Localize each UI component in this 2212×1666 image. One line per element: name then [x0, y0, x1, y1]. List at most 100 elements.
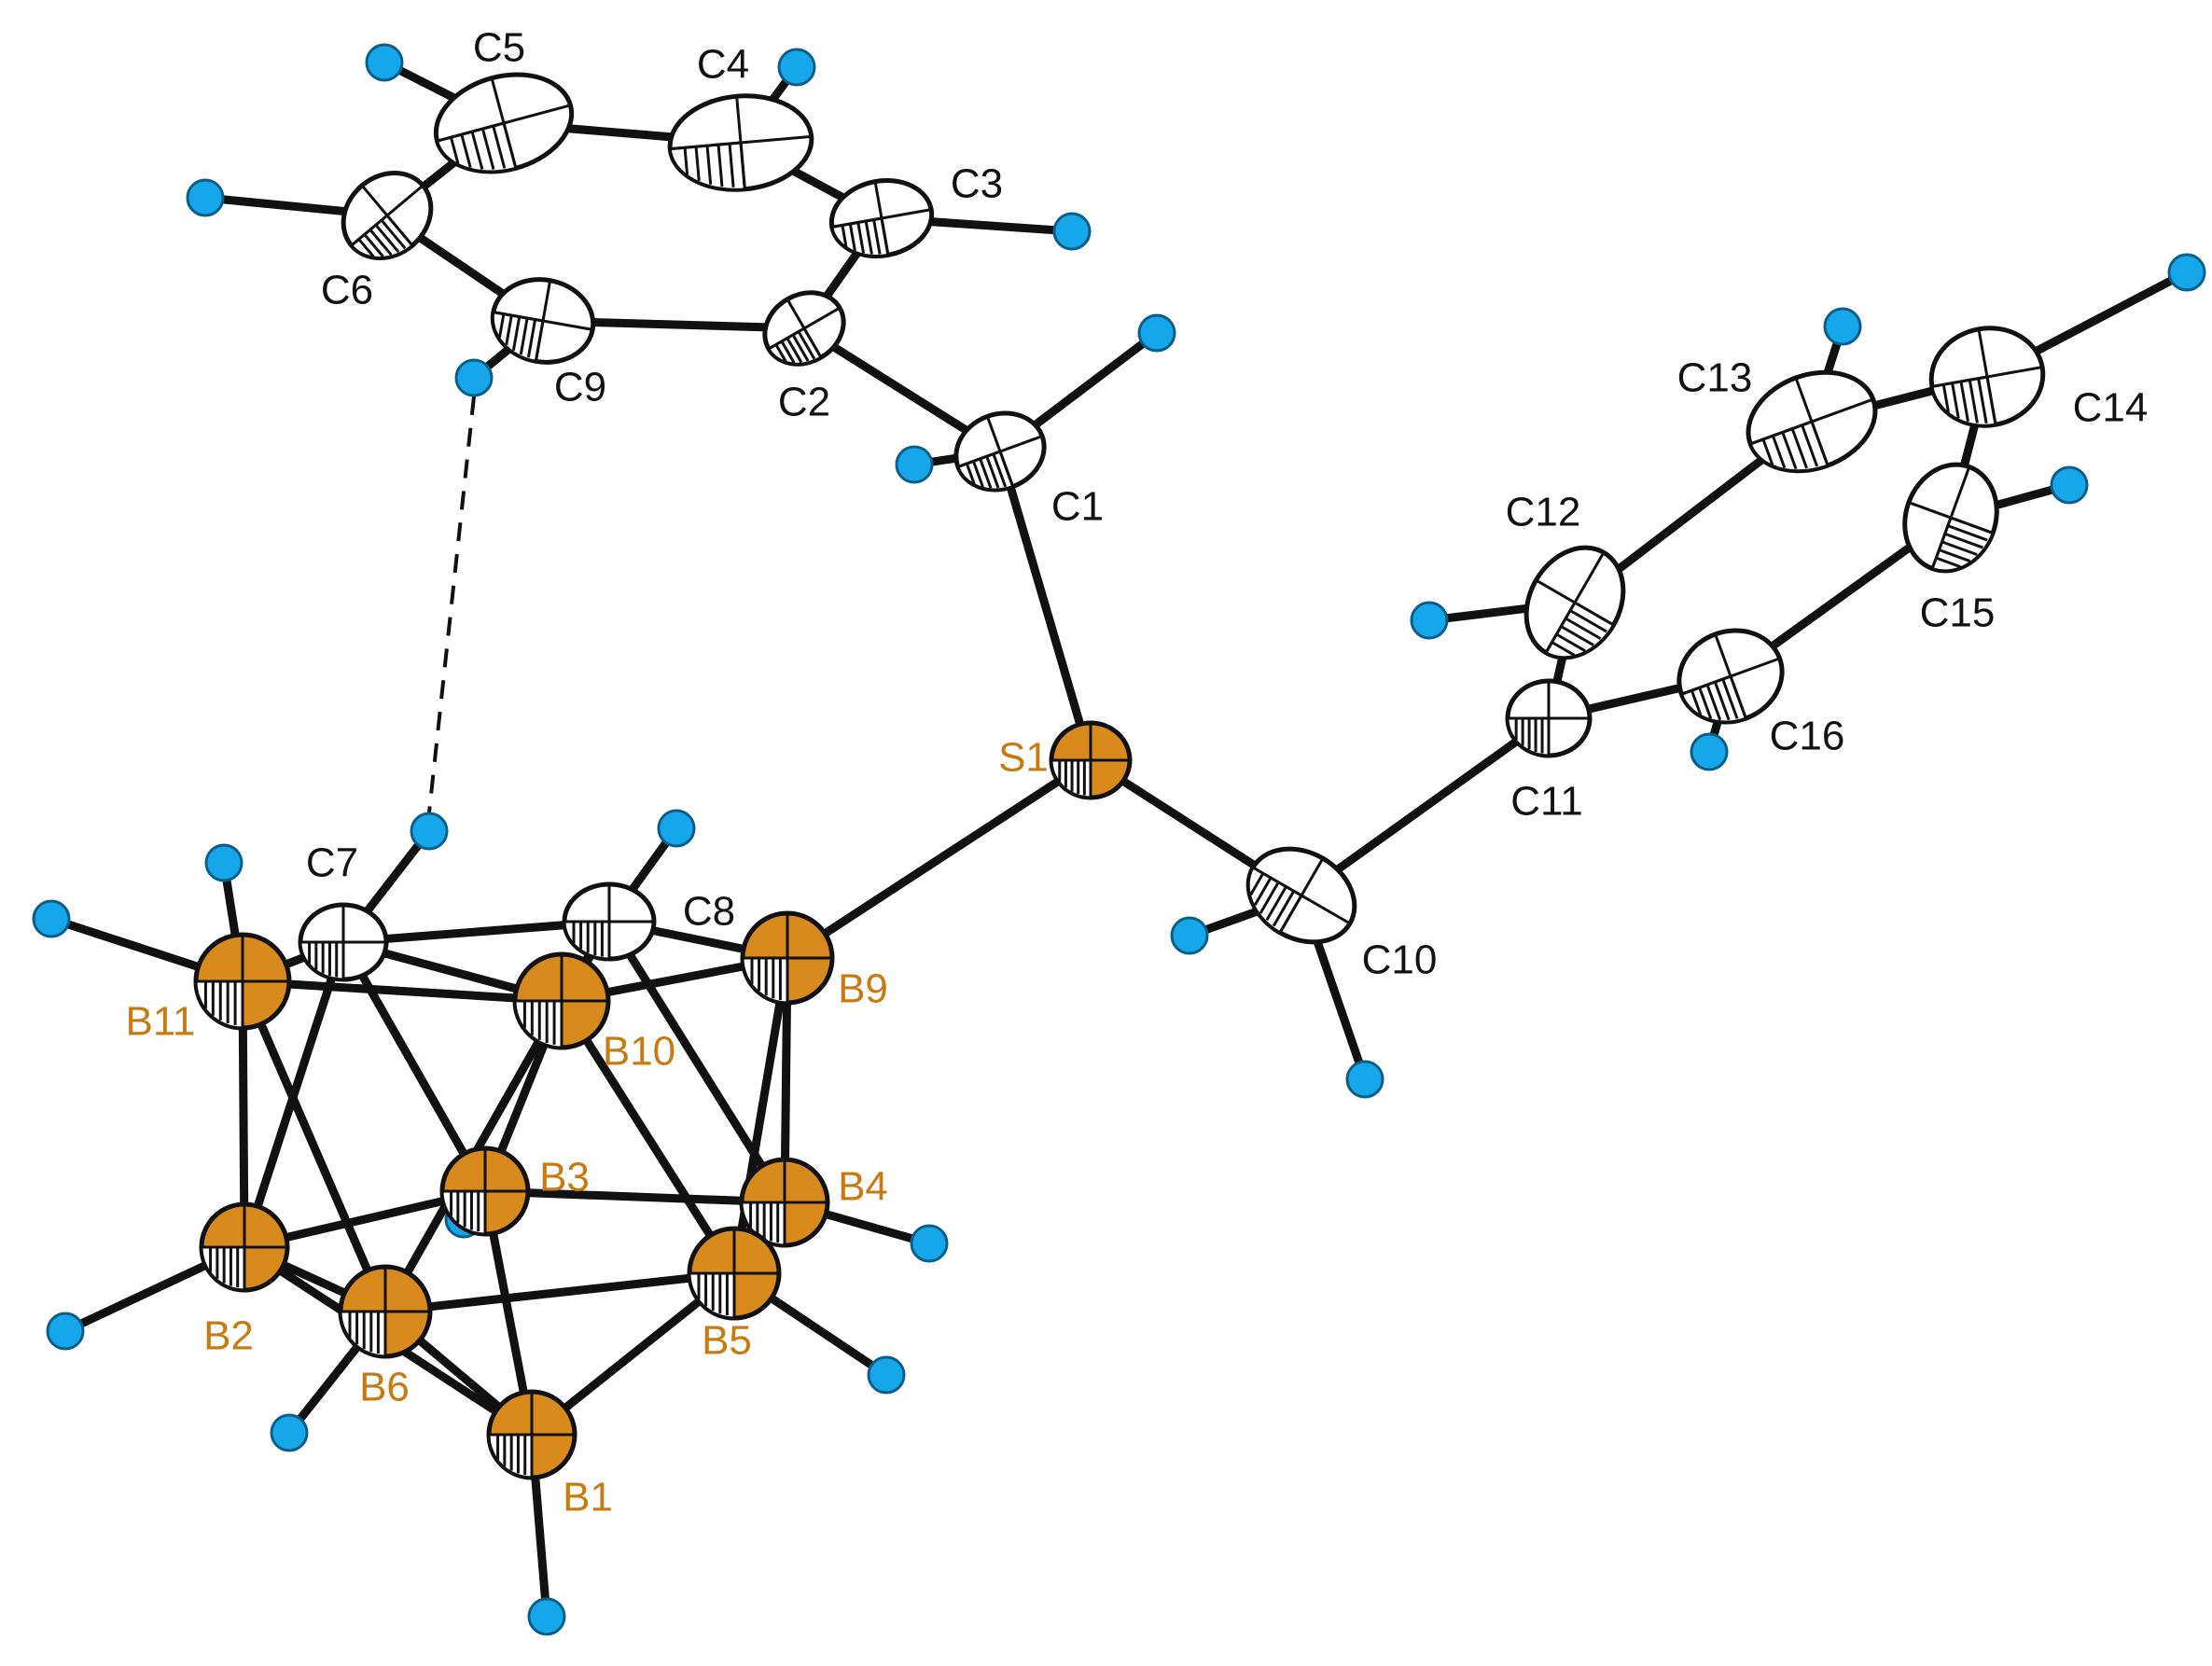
atom-c11 — [1505, 678, 1593, 758]
atom-c6 — [341, 171, 434, 260]
atom-c2 — [762, 290, 846, 367]
hatch-line — [526, 319, 537, 358]
hatch-line — [1259, 882, 1280, 914]
hatch-line — [511, 316, 522, 352]
hatch-line — [380, 219, 407, 250]
atom-label-b2: B2 — [203, 1313, 254, 1359]
hydrogen-contact-layer — [427, 396, 476, 813]
atom-c5 — [433, 72, 575, 174]
hydrogen-contact-dashed-line — [427, 396, 476, 813]
hatch-line — [965, 463, 976, 485]
atom-label-c10: C10 — [1362, 937, 1438, 983]
principal-axis — [873, 181, 890, 256]
hydrogen-atom — [270, 1413, 309, 1452]
bond-b3-b4 — [480, 1187, 789, 1207]
hatch-line — [683, 147, 689, 175]
hatch-line — [716, 144, 724, 187]
atom-label-c11: C11 — [1510, 779, 1582, 825]
principal-axis — [985, 415, 1015, 488]
hydrogen-atom — [777, 48, 816, 87]
hatch-line — [856, 222, 866, 254]
hatch-line — [797, 330, 816, 360]
atom-s1 — [1049, 720, 1133, 800]
hatch-line — [864, 220, 873, 255]
octant-wedge — [668, 141, 746, 191]
atom-c3 — [828, 178, 935, 258]
atom-c8 — [562, 882, 657, 962]
hydrogen-atom — [867, 1355, 906, 1395]
bond-b5-b6 — [381, 1269, 739, 1316]
hatch-line — [369, 229, 393, 257]
hydrogen-atom — [1137, 313, 1176, 353]
atom-c10 — [1245, 846, 1357, 945]
hatch-line — [780, 340, 796, 364]
hatch-line — [1781, 431, 1798, 470]
hatch-line — [505, 314, 513, 346]
hatch-line — [872, 219, 882, 255]
hatch-line — [460, 133, 472, 169]
atom-c7 — [298, 902, 389, 982]
atom-c13 — [1746, 369, 1878, 474]
hatch-line — [791, 334, 810, 362]
hydrogen-atom — [2050, 465, 2089, 505]
atom-b4 — [739, 1157, 830, 1248]
hatch-line — [470, 131, 484, 170]
hydrogen-atom — [1052, 212, 1092, 251]
hatch-line — [848, 223, 856, 252]
bond-s1-b9 — [783, 756, 1095, 963]
atom-b2 — [199, 1201, 290, 1293]
hatch-line — [1761, 438, 1774, 465]
principal-axis — [786, 298, 823, 358]
bond-b11-b6 — [238, 977, 390, 1316]
atom-c15 — [1902, 462, 1999, 574]
atoms-layer — [193, 72, 2046, 1480]
atom-c14 — [1928, 326, 2046, 428]
hatch-line — [357, 238, 375, 258]
principal-axis — [1714, 633, 1747, 719]
hatch-line — [1959, 381, 1969, 423]
hydrogen-atom — [46, 1312, 85, 1351]
principal-axis — [1794, 377, 1829, 466]
hydrogen-atom — [2167, 253, 2206, 292]
hydrogen-atom — [204, 843, 243, 882]
atom-b9 — [740, 910, 835, 1006]
hydrogen-atom — [1345, 1060, 1384, 1099]
hatch-line — [1941, 383, 1950, 413]
atom-label-b1: B1 — [563, 1475, 613, 1520]
hatch-line — [985, 455, 1000, 489]
hatch-line — [1560, 625, 1594, 646]
hatch-line — [1698, 687, 1713, 719]
hatch-line — [728, 143, 735, 187]
hydrogen-atom — [454, 358, 494, 397]
hydrogen-atom — [527, 1597, 566, 1636]
atom-b5 — [687, 1226, 782, 1321]
hatch-line — [492, 125, 507, 169]
hatch-line — [774, 343, 787, 363]
hatch-line — [1249, 872, 1265, 896]
hatch-line — [786, 337, 803, 364]
hatch-line — [1551, 641, 1576, 657]
hatch-line — [497, 313, 506, 338]
atom-label-c13: C13 — [1677, 355, 1753, 401]
atom-label-c14: C14 — [2073, 385, 2149, 431]
hatch-line — [979, 458, 993, 489]
atom-c4 — [667, 93, 814, 192]
hatch-line — [1690, 689, 1703, 715]
atom-label-s1: S1 — [998, 735, 1049, 781]
principal-axis — [490, 77, 518, 169]
hatch-line — [1721, 678, 1739, 719]
hatch-line — [1944, 532, 1983, 549]
hatch-line — [1947, 524, 1988, 542]
atom-label-b10: B10 — [603, 1029, 675, 1075]
hatch-line — [1705, 684, 1722, 721]
atom-label-b5: B5 — [702, 1318, 752, 1364]
atom-label-c8: C8 — [683, 889, 735, 935]
atom-label-c1: C1 — [1051, 484, 1104, 530]
hatch-line — [374, 224, 400, 254]
atom-label-c3: C3 — [951, 161, 1003, 207]
hatch-line — [972, 460, 984, 488]
hatch-line — [1713, 681, 1731, 721]
hydrogen-atom — [1170, 916, 1209, 955]
atom-b10 — [512, 951, 611, 1050]
